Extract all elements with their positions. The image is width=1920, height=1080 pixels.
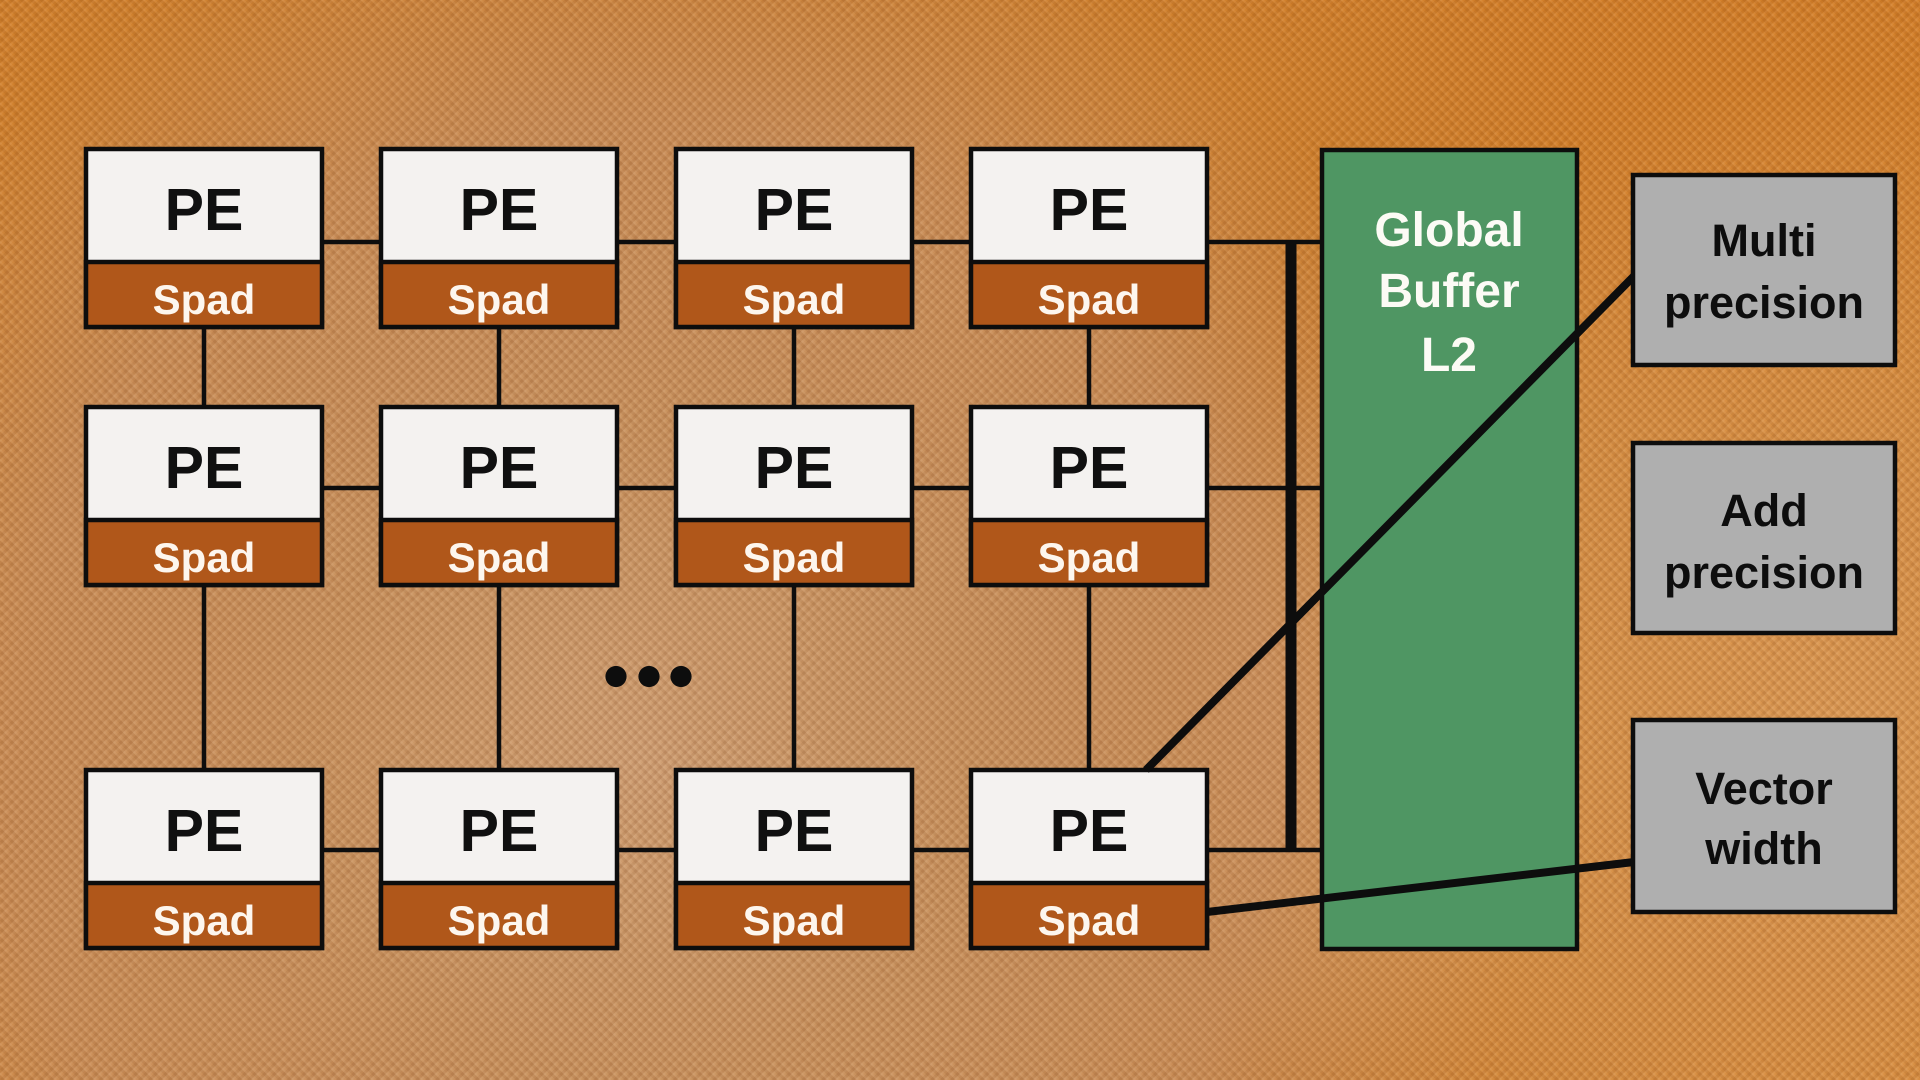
svg-text:Spad: Spad (153, 897, 256, 944)
svg-text:Spad: Spad (448, 534, 551, 581)
svg-text:PE: PE (165, 177, 244, 243)
svg-text:Global: Global (1374, 204, 1523, 257)
svg-text:Spad: Spad (153, 276, 256, 323)
svg-text:PE: PE (165, 798, 244, 864)
svg-text:PE: PE (755, 798, 834, 864)
svg-text:Spad: Spad (1038, 276, 1141, 323)
svg-text:precision: precision (1664, 547, 1864, 598)
svg-text:Spad: Spad (1038, 897, 1141, 944)
svg-text:L2: L2 (1421, 329, 1477, 382)
svg-text:Vector: Vector (1695, 763, 1833, 814)
svg-text:Multi: Multi (1712, 215, 1817, 266)
svg-text:Buffer: Buffer (1378, 265, 1519, 318)
svg-text:precision: precision (1664, 277, 1864, 328)
svg-text:width: width (1704, 823, 1822, 874)
svg-text:Spad: Spad (153, 534, 256, 581)
svg-text:PE: PE (165, 435, 244, 501)
svg-text:PE: PE (460, 177, 539, 243)
svg-text:Spad: Spad (743, 276, 846, 323)
svg-text:PE: PE (755, 177, 834, 243)
svg-text:PE: PE (460, 798, 539, 864)
svg-text:Spad: Spad (743, 534, 846, 581)
svg-text:Spad: Spad (448, 276, 551, 323)
svg-text:Spad: Spad (743, 897, 846, 944)
svg-text:Add: Add (1720, 485, 1807, 536)
svg-text:PE: PE (1050, 435, 1129, 501)
svg-text:Spad: Spad (448, 897, 551, 944)
svg-text:PE: PE (1050, 177, 1129, 243)
svg-text:PE: PE (460, 435, 539, 501)
svg-text:PE: PE (1050, 798, 1129, 864)
svg-text:PE: PE (755, 435, 834, 501)
svg-text:Spad: Spad (1038, 534, 1141, 581)
